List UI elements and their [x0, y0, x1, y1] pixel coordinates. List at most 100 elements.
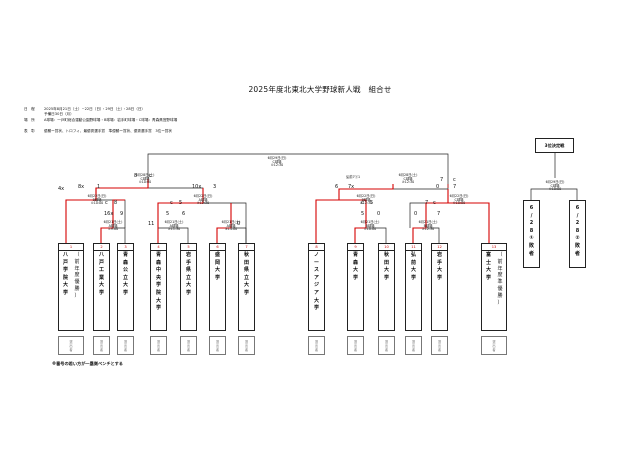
- venue-value: A球場：一戸町総合運動公園野球場・B球場：岩手町球場・C球場：青森県営野球場: [44, 118, 178, 122]
- r1-a-field: A球場: [108, 223, 118, 228]
- sf-left-score-r2: 3: [213, 184, 217, 190]
- tp-right-text: 6 / 2 8 ② 敗 者: [574, 205, 580, 257]
- team-seed: 1: [59, 244, 83, 251]
- r1-e-field: B球場: [423, 223, 433, 228]
- tp-info: 6月29日(日) C球場 ①10:00: [540, 180, 570, 192]
- qf4-score-1: 0: [414, 211, 418, 217]
- qf3-field: B球場: [361, 197, 371, 202]
- tp-date: 6月29日(日): [545, 180, 565, 184]
- team-name: 富 士 大 学: [485, 252, 491, 281]
- qf2-field: A球場: [198, 197, 208, 202]
- team-bench-6: 選 出 者: [209, 336, 226, 355]
- team-name: 弘 前 大 学: [410, 252, 416, 281]
- team-name: 岩 手 大 学: [436, 252, 442, 281]
- venue-label: 場 所: [24, 118, 35, 122]
- team-seed: 2: [94, 244, 109, 251]
- team-bench-8: 選 出 者: [308, 336, 325, 355]
- team-seed: 9: [348, 244, 363, 251]
- final-date: 6月29日(日): [267, 156, 287, 160]
- sf-right-field: C球場: [403, 176, 413, 181]
- qf2-mark-1: c: [170, 200, 173, 206]
- final-line: [147, 153, 449, 184]
- sf-left-date: 6月28日(土): [135, 173, 155, 177]
- award-value: 優勝ー賞状、トロフィ、最優秀選手賞 準優勝ー賞状、優秀選手賞 3位ー賞状: [44, 129, 172, 133]
- r1-b-field: A球場: [169, 223, 179, 228]
- qf3-info: 6月22日(日) B球場 ②12:30: [351, 194, 381, 206]
- info-venue: 場 所 A球場：一戸町総合運動公園野球場・B球場：岩手町球場・C球場：青森県営野球…: [24, 118, 177, 122]
- team-bench-12: 選 出 者: [431, 336, 448, 355]
- qf1-info: 6月22日(日) B球場 ①10:00: [82, 194, 112, 206]
- final-mark-a: 8: [134, 173, 138, 179]
- team-bench-3: 選 出 者: [117, 336, 134, 355]
- sf-right-time: ②12:30: [401, 180, 415, 185]
- team-bench-1: 選 出 者: [58, 336, 84, 355]
- team-name: 岩 手 県 立 大 学: [185, 252, 191, 296]
- team-bench-11: 選 出 者: [405, 336, 422, 355]
- footer-note: ※番号の若い方が一塁側ベンチとする: [52, 361, 123, 366]
- r1-d-date: 6月21日(土): [360, 220, 380, 224]
- qf2-score-2: 6: [182, 211, 186, 217]
- sf-right-score-l: 6: [335, 184, 339, 190]
- qf3-mark-1: c: [361, 200, 364, 206]
- qf1-time: ①10:00: [90, 201, 104, 206]
- r1-score-a1: 4x: [58, 186, 65, 192]
- team-name: 青 森 公 立 大 学: [122, 252, 128, 296]
- team-bench-7: 選 出 者: [238, 336, 255, 355]
- final-info: 6月29日(日) C球場 ①12:30: [262, 156, 292, 168]
- team-seed: 7: [239, 244, 254, 251]
- r1-d-time: ①10:00: [363, 227, 377, 232]
- qf1-mark-2: 8: [114, 200, 118, 206]
- qf4-field: C球場: [454, 197, 464, 202]
- team-name: 秋 田 大 学: [383, 252, 389, 281]
- winner-paths: [65, 179, 490, 243]
- team-bench-5: 選 出 者: [180, 336, 197, 355]
- qf4-date: 6月22日(日): [449, 194, 469, 198]
- team-note: （ 前 年 度 準 優 勝 ）: [497, 252, 503, 306]
- dates-value: 2025年8月21日（土）~22日（日）・29日（土）・28日（日）: [44, 107, 146, 111]
- r1-b-date: 6月21日(土): [164, 220, 184, 224]
- team-seed: 11: [406, 244, 421, 251]
- qf4-score-2: 7: [437, 211, 441, 217]
- tp-right-box: 6 / 2 8 ② 敗 者: [569, 200, 586, 268]
- tp-time: ①10:00: [548, 187, 562, 192]
- info-reserve: 予備日30日（月）: [44, 112, 74, 116]
- qf4-mark-2: c: [433, 200, 436, 206]
- r1-a-info: 6月21日(土) A球場 ①9:00: [98, 220, 128, 232]
- r1-e-info: 6月21日(土) B球場 ②12:30: [413, 220, 443, 232]
- team-seed: 3: [118, 244, 133, 251]
- qf1-mark-1: c: [105, 200, 108, 206]
- qf1-date: 6月22日(日): [87, 194, 107, 198]
- qf3-mark-2: 5: [370, 200, 374, 206]
- team-name: 八 戸 学 院 大 学: [62, 252, 68, 296]
- final-mark-b: c: [149, 173, 152, 179]
- qf3-score-2: 0: [377, 211, 381, 217]
- sf-left-field: C球場: [140, 176, 150, 181]
- qf2-date: 6月22日(日): [193, 194, 213, 198]
- qf1-score-1: 16x: [104, 211, 114, 217]
- sf-left-line: [95, 187, 204, 203]
- team-bench-4: 選 出 者: [150, 336, 167, 355]
- sf-left-info: 6月28日(土) C球場 ①10:00: [130, 173, 160, 185]
- team-seed: 4: [151, 244, 166, 251]
- page-title: 2025年度北東北大学野球新人戦 組合せ: [248, 85, 392, 94]
- qf2-mark-2: 5: [179, 200, 183, 206]
- qf4-mark-1: 7: [425, 200, 429, 206]
- third-place-label: 3位決定戦: [535, 138, 574, 153]
- team-note: （ 前 年 度 優 勝 ）: [74, 252, 80, 299]
- tp-field: C球場: [550, 183, 560, 188]
- dates-label: 日 程: [24, 107, 35, 111]
- sf-right-score-r: 7x: [348, 184, 355, 190]
- r1-d-field: B球場: [365, 223, 375, 228]
- r1-b-info: 6月21日(土) A球場 ②11:30: [159, 220, 189, 232]
- final-mark-d: c: [453, 177, 456, 183]
